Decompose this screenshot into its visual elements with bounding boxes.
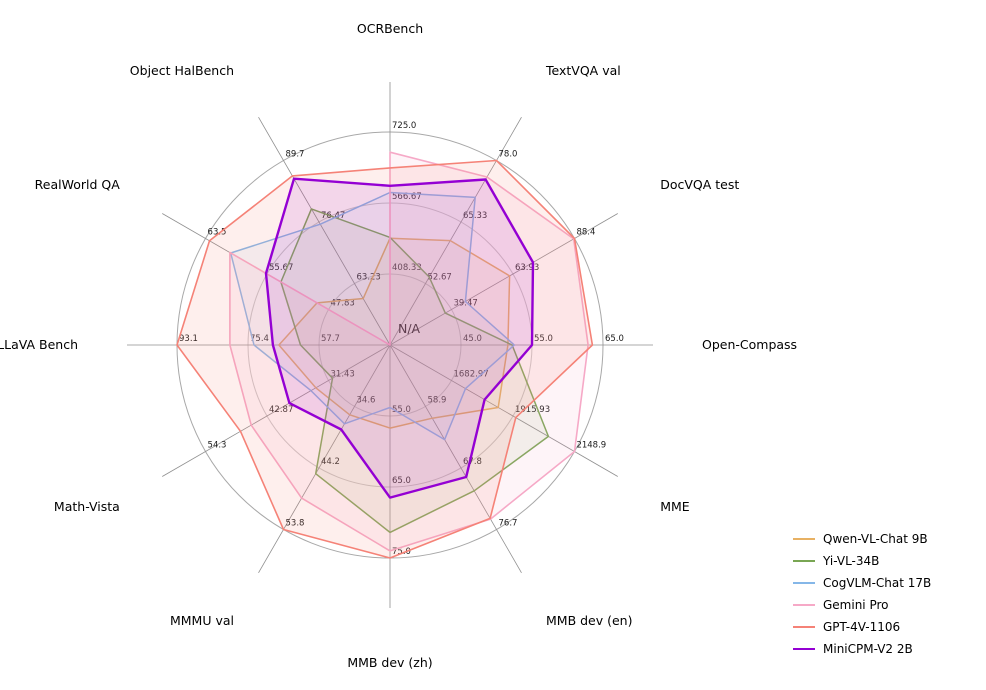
tick-label: 566.67	[392, 192, 422, 202]
legend-label: MiniCPM-V2 2B	[823, 642, 913, 656]
axis-title: Math-Vista	[54, 499, 120, 514]
legend-line-swatch	[793, 604, 815, 606]
legend-item: GPT-4V-1106	[793, 619, 931, 635]
axis-spoke	[258, 117, 391, 346]
tick-label: 63.5	[208, 228, 227, 238]
axis-title: Open-Compass	[702, 337, 797, 352]
tick-label: 45.0	[463, 334, 482, 344]
legend-label: GPT-4V-1106	[823, 620, 901, 634]
axis-spoke	[389, 344, 618, 477]
axis-title: MME	[660, 499, 690, 514]
tick-label: 34.6	[357, 395, 376, 405]
legend-label: CogVLM-Chat 17B	[823, 576, 932, 590]
legend-item: MiniCPM-V2 2B	[793, 641, 931, 657]
axis-title: OCRBench	[357, 21, 423, 36]
tick-label: 44.2	[321, 457, 340, 467]
tick-label: 1682.97	[453, 370, 488, 380]
legend-item: CogVLM-Chat 17B	[793, 575, 931, 591]
chart-legend: Qwen-VL-Chat 9B Yi-VL-34B CogVLM-Chat 17B G…	[793, 531, 931, 657]
tick-label: 47.83	[331, 299, 355, 309]
tick-label: 52.67	[428, 273, 452, 283]
tick-label: 31.43	[331, 370, 355, 380]
tick-label: 58.9	[428, 395, 447, 405]
center-tick-label: N/A	[398, 321, 421, 336]
tick-label: 57.7	[321, 334, 340, 344]
legend-label: Yi-VL-34B	[823, 554, 880, 568]
legend-label: Qwen-VL-Chat 9B	[823, 532, 928, 546]
axis-title: Object HalBench	[130, 63, 234, 78]
tick-label: 63.23	[357, 273, 381, 283]
legend-line-swatch	[793, 582, 815, 584]
tick-label: 65.0	[392, 476, 411, 486]
axis-title: MMB dev (en)	[546, 613, 632, 628]
legend-label: Gemini Pro	[823, 598, 889, 612]
tick-label: 93.1	[179, 334, 198, 344]
legend-line-swatch	[793, 538, 815, 540]
axis-title: RealWorld QA	[35, 177, 121, 192]
series-polygon	[229, 151, 589, 552]
tick-label: 89.7	[286, 150, 305, 160]
tick-label: 408.33	[392, 263, 422, 273]
tick-label: 55.0	[392, 405, 411, 415]
axis-spoke	[162, 344, 391, 477]
tick-label: 78.0	[499, 150, 518, 160]
legend-line-swatch	[793, 626, 815, 628]
tick-label: 76.7	[499, 518, 518, 528]
tick-label: 88.4	[576, 228, 595, 238]
tick-label: 75.0	[392, 547, 411, 557]
axis-spoke	[389, 344, 522, 573]
tick-label: 53.8	[286, 518, 305, 528]
axis-title: MMB dev (zh)	[347, 655, 432, 670]
tick-label: 39.47	[453, 299, 477, 309]
tick-label: 54.3	[208, 441, 227, 451]
tick-label: 65.0	[605, 334, 624, 344]
tick-label: 67.8	[463, 457, 482, 467]
axis-spoke	[389, 213, 618, 346]
tick-label: 1915.93	[515, 405, 550, 415]
axis-spoke	[389, 117, 522, 346]
axis-title: DocVQA test	[660, 177, 739, 192]
tick-label: 42.87	[269, 405, 293, 415]
tick-label: 65.33	[463, 211, 487, 221]
axis-title: TextVQA val	[545, 63, 621, 78]
legend-item: Gemini Pro	[793, 597, 931, 613]
series-polygon	[176, 159, 594, 559]
legend-line-swatch	[793, 560, 815, 562]
tick-label: 63.93	[515, 263, 539, 273]
axis-spoke	[258, 344, 391, 573]
tick-label: 55.0	[534, 334, 553, 344]
legend-item: Yi-VL-34B	[793, 553, 931, 569]
legend-line-swatch	[793, 648, 815, 650]
series-polygon	[264, 177, 535, 499]
legend-item: Qwen-VL-Chat 9B	[793, 531, 931, 547]
tick-label: 75.4	[250, 334, 269, 344]
tick-label: 55.67	[269, 263, 293, 273]
axis-title: LLaVA Bench	[0, 337, 78, 352]
tick-label: 725.0	[392, 121, 416, 131]
tick-label: 2148.9	[576, 441, 606, 451]
axis-title: MMMU val	[170, 613, 234, 628]
